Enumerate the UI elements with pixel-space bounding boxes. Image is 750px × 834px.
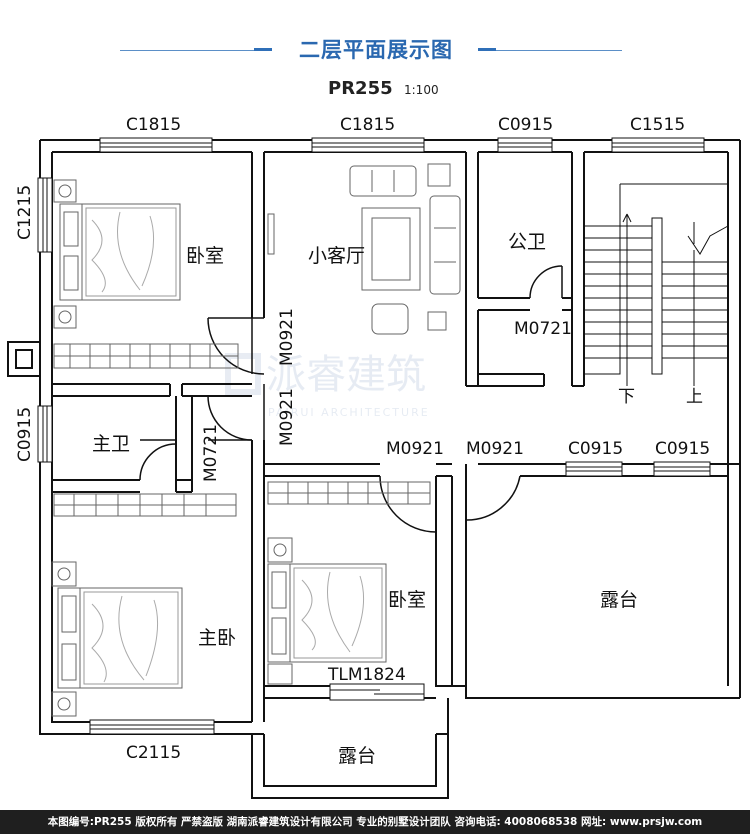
- watermark-logo-icon: [225, 353, 261, 395]
- window-c0915-mid-a: [565, 461, 623, 477]
- stair-handrail: [651, 217, 663, 375]
- label-c0915-mid-b: C0915: [655, 439, 710, 459]
- label-c2115: C2115: [126, 743, 181, 763]
- header: 二层平面展示图 PR255 1:100: [0, 0, 750, 110]
- bed-bedroom-2: [267, 537, 387, 685]
- footer-banner: 本图编号:PR255 版权所有 严禁盗版 湖南派睿建筑设计有限公司 专业的别墅设…: [0, 810, 750, 834]
- window-c1815-left: [99, 137, 213, 153]
- room-living: 小客厅: [308, 245, 365, 267]
- room-bedroom-2: 卧室: [388, 589, 426, 611]
- stair-arrow-up: [662, 261, 695, 386]
- window-labels: C1815 C1815 C0915 C1515 C1215 C0915 C091…: [15, 115, 710, 763]
- plan-code: PR255: [328, 78, 393, 99]
- room-public-bath: 公卫: [508, 231, 546, 253]
- label-c0915-mid-a: C0915: [568, 439, 623, 459]
- watermark-subtitle: PAIRUI ARCHITECTURE: [268, 406, 430, 419]
- walls: [7, 139, 741, 799]
- door-m0921-bed2: [379, 475, 437, 533]
- staircase: [584, 183, 729, 386]
- label-m0921-lower: M0921: [277, 388, 297, 446]
- stair-label-down: 下: [618, 387, 635, 407]
- stair-treads-left: [584, 225, 652, 359]
- door-m0721-public: [529, 265, 563, 299]
- window-c0915-top: [497, 137, 553, 153]
- room-labels: 卧室 小客厅 公卫 主卫 主卧 卧室 露台 露台 下 上: [92, 231, 703, 767]
- bed-bedroom-1: [53, 179, 181, 329]
- door-labels: M0921 M0921 M0721 M0721 M0921 M0921: [201, 308, 572, 482]
- stair-treads-right: [662, 261, 728, 359]
- plan-scale: 1:100: [404, 83, 439, 97]
- watermark-name: 派睿建筑: [266, 352, 426, 398]
- window-c2115: [89, 719, 215, 735]
- label-m0721-public: M0721: [514, 319, 572, 339]
- windows: [37, 137, 711, 735]
- sofa-set-living: [267, 163, 461, 335]
- window-c1215: [37, 177, 53, 253]
- label-c0915-top: C0915: [498, 115, 553, 135]
- label-m0921-terrace: M0921: [466, 439, 524, 459]
- window-c1815-mid: [311, 137, 425, 153]
- door-m0721-bath: [139, 443, 177, 481]
- floor-plan: 派睿建筑 PAIRUI ARCHITECTURE: [7, 115, 741, 799]
- bed-master: [51, 561, 183, 717]
- doors: [139, 265, 563, 533]
- label-c1515: C1515: [630, 115, 685, 135]
- label-c0915-left: C0915: [15, 407, 35, 462]
- label-m0921-upper: M0921: [277, 308, 297, 366]
- label-c1815-mid: C1815: [340, 115, 395, 135]
- room-bedroom-1: 卧室: [186, 245, 224, 267]
- label-c1815-left: C1815: [126, 115, 181, 135]
- door-m0921-lower: [207, 395, 253, 441]
- label-m0721-bath: M0721: [201, 424, 221, 482]
- title-rule-left: [120, 48, 272, 51]
- wardrobe-bedroom-2: [267, 481, 431, 505]
- watermark: 派睿建筑 PAIRUI ARCHITECTURE: [225, 352, 430, 419]
- room-terrace-right: 露台: [600, 589, 638, 611]
- label-c1215: C1215: [15, 185, 35, 240]
- wardrobe-bedroom-1: [53, 343, 239, 369]
- door-m0921-upper: [207, 317, 265, 375]
- furniture: [51, 163, 461, 717]
- label-tlm1824: TLM1824: [327, 665, 406, 685]
- room-master-bath: 主卫: [92, 433, 130, 455]
- window-c0915-left: [37, 405, 53, 463]
- room-master-bedroom: 主卧: [198, 627, 236, 649]
- sliding-door-tlm1824: [329, 683, 425, 701]
- page-title: 二层平面展示图: [299, 38, 453, 62]
- window-c0915-mid-b: [653, 461, 711, 477]
- label-m0921-bed2: M0921: [386, 439, 444, 459]
- stair-label-up: 上: [686, 387, 703, 407]
- window-c1515: [611, 137, 705, 153]
- door-m0921-terrace: [465, 475, 521, 521]
- title-rule-right: [478, 48, 622, 51]
- room-terrace-bottom: 露台: [338, 745, 376, 767]
- wardrobe-master: [53, 493, 237, 517]
